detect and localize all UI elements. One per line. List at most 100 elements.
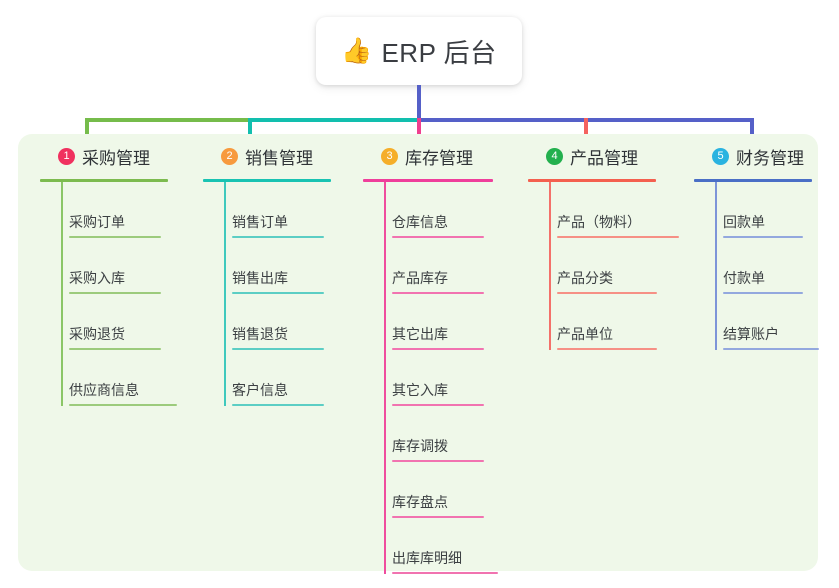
item-label: 采购退货 — [69, 326, 125, 342]
list-item[interactable]: 出库库明细 — [363, 518, 498, 574]
list-item[interactable]: 库存调拨 — [363, 406, 498, 462]
column-rule-sales — [203, 179, 331, 182]
list-item[interactable]: 仓库信息 — [363, 182, 498, 238]
list-item[interactable]: 销售订单 — [203, 182, 331, 238]
column-procurement: 1 采购管理 采购订单 采购入库 采购退货 供应商信 — [40, 134, 177, 406]
column-sales: 2 销售管理 销售订单 销售出库 销售退货 客户信息 — [203, 134, 331, 406]
item-rule — [392, 292, 484, 294]
list-item[interactable]: 客户信息 — [203, 350, 331, 406]
item-label: 销售订单 — [232, 214, 288, 230]
item-list-procurement: 采购订单 采购入库 采购退货 供应商信息 — [40, 182, 177, 406]
item-list-sales: 销售订单 销售出库 销售退货 客户信息 — [203, 182, 331, 406]
item-rule — [69, 348, 161, 350]
item-rule — [232, 404, 324, 406]
column-title-finance: 财务管理 — [736, 148, 804, 168]
item-label: 出库库明细 — [392, 550, 462, 566]
item-label: 销售出库 — [232, 270, 288, 286]
item-rule — [723, 236, 803, 238]
list-item[interactable]: 付款单 — [694, 238, 819, 294]
item-label: 库存盘点 — [392, 494, 448, 510]
column-badge-3: 3 — [381, 147, 398, 165]
item-rule — [232, 236, 324, 238]
item-rule — [392, 236, 484, 238]
column-title-inventory: 库存管理 — [405, 148, 473, 168]
column-finance: 5 财务管理 回款单 付款单 结算账户 — [694, 134, 819, 350]
column-badge-4: 4 — [546, 147, 563, 165]
item-list-inventory: 仓库信息 产品库存 其它出库 其它入库 库存调拨 — [363, 182, 498, 574]
root-node-title: ERP 后台 — [381, 37, 497, 68]
item-rule — [392, 348, 484, 350]
item-rule — [69, 236, 161, 238]
root-node-erp-backend[interactable]: 👍 ERP 后台 — [316, 17, 522, 85]
item-label: 产品库存 — [392, 270, 448, 286]
item-label: 产品（物料） — [557, 214, 641, 230]
list-item[interactable]: 产品（物料） — [528, 182, 679, 238]
item-rule — [557, 348, 657, 350]
item-label: 回款单 — [723, 214, 765, 230]
list-item[interactable]: 供应商信息 — [40, 350, 177, 406]
list-item[interactable]: 销售退货 — [203, 294, 331, 350]
column-spine-procurement — [61, 182, 63, 406]
column-title-product: 产品管理 — [570, 148, 638, 168]
column-container: 1 采购管理 采购订单 采购入库 采购退货 供应商信 — [18, 134, 819, 574]
item-rule — [392, 572, 498, 574]
list-item[interactable]: 采购退货 — [40, 294, 177, 350]
column-rule-product — [528, 179, 656, 182]
column-title-procurement: 采购管理 — [82, 148, 150, 168]
list-item[interactable]: 其它入库 — [363, 350, 498, 406]
column-header-procurement[interactable]: 1 采购管理 — [40, 134, 177, 178]
item-rule — [392, 460, 484, 462]
item-label: 采购入库 — [69, 270, 125, 286]
column-rule-procurement — [40, 179, 168, 182]
list-item[interactable]: 采购订单 — [40, 182, 177, 238]
list-item[interactable]: 产品库存 — [363, 238, 498, 294]
item-rule — [69, 292, 161, 294]
column-rule-finance — [694, 179, 812, 182]
column-header-inventory[interactable]: 3 库存管理 — [363, 134, 498, 178]
item-list-finance: 回款单 付款单 结算账户 — [694, 182, 819, 350]
column-badge-5: 5 — [712, 147, 729, 165]
column-spine-sales — [224, 182, 226, 406]
item-label: 采购订单 — [69, 214, 125, 230]
list-item[interactable]: 产品分类 — [528, 238, 679, 294]
item-rule — [723, 292, 803, 294]
item-label: 销售退货 — [232, 326, 288, 342]
item-label: 其它出库 — [392, 326, 448, 342]
list-item[interactable]: 产品单位 — [528, 294, 679, 350]
item-rule — [723, 348, 819, 350]
item-label: 产品单位 — [557, 326, 613, 342]
column-inventory: 3 库存管理 仓库信息 产品库存 其它出库 其它入库 — [363, 134, 498, 574]
column-header-product[interactable]: 4 产品管理 — [528, 134, 679, 178]
column-spine-product — [549, 182, 551, 350]
list-item[interactable]: 库存盘点 — [363, 462, 498, 518]
column-header-sales[interactable]: 2 销售管理 — [203, 134, 331, 178]
column-badge-2: 2 — [221, 147, 238, 165]
list-item[interactable]: 销售出库 — [203, 238, 331, 294]
column-header-finance[interactable]: 5 财务管理 — [694, 134, 819, 178]
item-label: 仓库信息 — [392, 214, 448, 230]
column-badge-1: 1 — [58, 147, 75, 165]
item-label: 结算账户 — [723, 326, 779, 342]
list-item[interactable]: 采购入库 — [40, 238, 177, 294]
content-panel — [18, 134, 818, 571]
item-label: 产品分类 — [557, 270, 613, 286]
column-rule-inventory — [363, 179, 493, 182]
item-label: 供应商信息 — [69, 382, 139, 398]
list-item[interactable]: 回款单 — [694, 182, 819, 238]
column-spine-finance — [715, 182, 717, 350]
item-rule — [392, 404, 484, 406]
item-rule — [557, 292, 657, 294]
column-product: 4 产品管理 产品（物料） 产品分类 产品单位 — [528, 134, 679, 350]
item-rule — [557, 236, 679, 238]
list-item[interactable]: 结算账户 — [694, 294, 819, 350]
item-label: 付款单 — [723, 270, 765, 286]
item-label: 库存调拨 — [392, 438, 448, 454]
item-rule — [392, 516, 484, 518]
item-rule — [69, 404, 177, 406]
item-list-product: 产品（物料） 产品分类 产品单位 — [528, 182, 679, 350]
item-rule — [232, 348, 324, 350]
item-label: 客户信息 — [232, 382, 288, 398]
list-item[interactable]: 其它出库 — [363, 294, 498, 350]
column-title-sales: 销售管理 — [245, 148, 313, 168]
